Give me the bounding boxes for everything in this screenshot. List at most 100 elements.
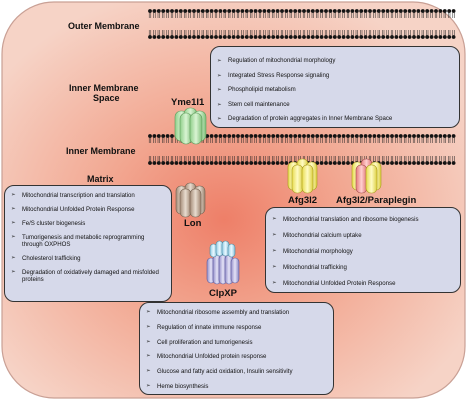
lipid-tail [280, 136, 284, 143]
lipid-head [451, 134, 456, 138]
lipid-tail [184, 156, 187, 163]
lipid-head [434, 9, 438, 13]
lipid-head [284, 9, 289, 13]
lipid-head [434, 35, 438, 39]
lipid-tail [280, 156, 284, 163]
lipid-head [209, 161, 214, 165]
lipid-tail [157, 156, 160, 163]
lipid-head [390, 35, 394, 39]
lipid-head [390, 9, 394, 13]
lipid-head [200, 9, 205, 13]
lipid-tail [250, 11, 253, 18]
lipid-tail [232, 156, 235, 163]
lipid-head [438, 35, 443, 39]
lipid-tail [276, 156, 279, 163]
lipid-head [271, 134, 276, 138]
lipid-head [341, 9, 346, 13]
lipid-tail [236, 11, 240, 18]
lipid-tail [188, 30, 191, 37]
lipid-tail [351, 30, 354, 37]
lipid-tail [241, 11, 244, 18]
lipid-tail [258, 11, 262, 18]
lipid-head [187, 161, 192, 165]
lipid-head [170, 161, 174, 165]
lipid-tail [316, 30, 319, 37]
lipid-tail [289, 136, 292, 143]
lipid-head [271, 35, 276, 39]
lipid-head [412, 161, 416, 165]
lipid-head [337, 161, 342, 165]
lipid-tail [430, 11, 433, 18]
lipid-head [156, 134, 161, 138]
lipid-tail [364, 30, 367, 37]
lipid-head [170, 134, 174, 138]
lipid-head [170, 35, 174, 39]
lipid-head [381, 161, 386, 165]
lipid-head [280, 35, 284, 39]
lipid-tail [390, 11, 394, 18]
lipid-tail [153, 156, 156, 163]
lipid-tail [250, 136, 253, 143]
lipid-head [407, 35, 412, 39]
lipid-head [359, 9, 364, 13]
lipid-tail [342, 11, 345, 18]
lipid-tail [311, 136, 314, 143]
lipid-tail [219, 136, 222, 143]
lipid-tail [421, 11, 424, 18]
lipid-head [438, 161, 443, 165]
lipid-head [187, 35, 192, 39]
lipid-head [262, 35, 267, 39]
lipid-head [271, 9, 276, 13]
lipid-tail [148, 11, 152, 18]
lipid-tail [346, 11, 350, 18]
lipid-tail [153, 11, 156, 18]
lipid-tail [417, 136, 420, 143]
lipid-tail [448, 30, 451, 37]
lipid-tail [263, 30, 266, 37]
lipid-head [447, 35, 452, 39]
lipid-tail [329, 136, 332, 143]
lipid-tail [368, 30, 372, 37]
afg3l2-functions-box: Mitochondrial translation and ribosome b… [265, 207, 461, 293]
lipid-tail [408, 11, 411, 18]
lipid-tail [166, 30, 169, 37]
lipid-tail [395, 30, 398, 37]
lipid-tail [210, 156, 213, 163]
lipid-head [372, 9, 377, 13]
lipid-tail [206, 30, 209, 37]
lipid-head [280, 9, 284, 13]
lipid-head [284, 35, 289, 39]
lipid-tail [430, 30, 433, 37]
lipid-head [165, 134, 170, 138]
lipid-tail [320, 136, 323, 143]
lipid-tail [430, 156, 433, 163]
lipid-tail [386, 30, 389, 37]
list-item: Phospholipid metabolism [215, 83, 455, 98]
lipid-tail [404, 156, 407, 163]
lipid-head [381, 134, 386, 138]
lipid-head [420, 134, 425, 138]
lipid-tail [399, 156, 402, 163]
lipid-tail [280, 11, 284, 18]
lipid-head [398, 35, 403, 39]
lipid-tail [346, 30, 350, 37]
lipid-head [332, 134, 337, 138]
lipid-head [438, 134, 443, 138]
lipid-head [429, 134, 434, 138]
list-item: Regulation of mitochondrial morphology [215, 54, 455, 69]
lipid-tail [170, 30, 174, 37]
lipid-tail [412, 136, 416, 143]
lipid-tail [434, 156, 438, 163]
lipid-head [381, 35, 386, 39]
lipid-head [227, 161, 232, 165]
lipid-head [183, 161, 188, 165]
lipid-tail [197, 156, 200, 163]
lipid-head [231, 161, 236, 165]
lipid-tail [324, 30, 328, 37]
lipid-head [390, 161, 394, 165]
lipid-tail [329, 11, 332, 18]
lipid-tail [210, 30, 213, 37]
lipid-tail [175, 30, 178, 37]
lipid-head [359, 35, 364, 39]
